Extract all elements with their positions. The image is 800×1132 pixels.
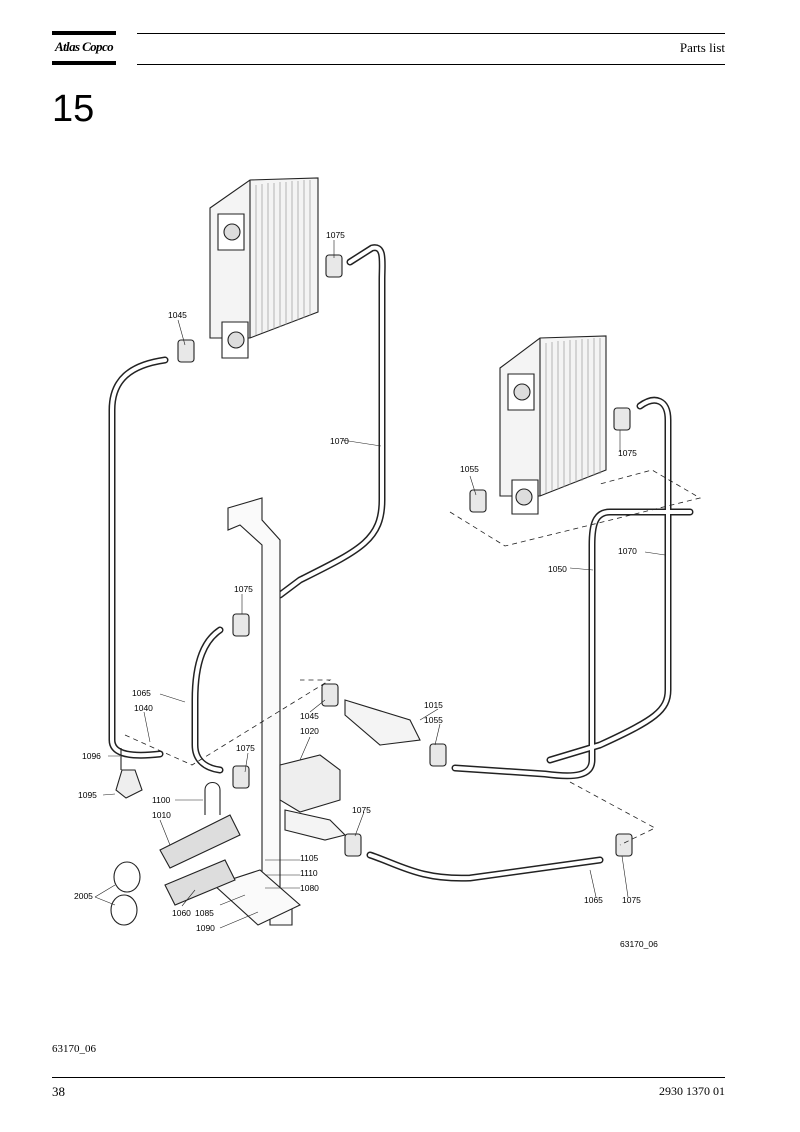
callout-label: 1096 xyxy=(82,751,101,761)
document-number: 2930 1370 01 xyxy=(659,1084,725,1098)
callout-label: 1065 xyxy=(132,688,151,698)
callout-label: 1110 xyxy=(300,868,318,878)
clamps xyxy=(177,254,633,857)
callout-label: 1075 xyxy=(352,805,371,815)
callout-label: 1020 xyxy=(300,726,319,736)
callout-label: 1095 xyxy=(78,790,97,800)
atlas-copco-logo: Atlas Copco xyxy=(52,31,116,65)
leader-lines xyxy=(94,240,666,929)
page-number: 38 xyxy=(52,1084,65,1099)
callout-label: 1050 xyxy=(548,564,567,574)
logo-wordmark: Atlas Copco xyxy=(54,39,114,54)
callout-label: 1060 xyxy=(172,908,191,918)
right-heat-exchanger xyxy=(499,335,607,515)
callout-label: 1080 xyxy=(300,883,319,893)
callout-label: 1045 xyxy=(168,310,187,320)
callout-label: 1070 xyxy=(330,436,349,446)
callout-label: 1075 xyxy=(234,584,253,594)
callout-label: 1015 xyxy=(424,700,443,710)
callout-label: 1100 xyxy=(152,795,171,805)
callout-label: 1040 xyxy=(134,703,153,713)
dashed-guides xyxy=(124,469,702,846)
callout-label: 1075 xyxy=(236,743,255,753)
callout-label: 2005 xyxy=(74,891,93,901)
pipes-inner xyxy=(110,245,692,881)
valve-block xyxy=(279,699,421,841)
callout-label: 1055 xyxy=(424,715,443,725)
section-title: Parts list xyxy=(679,40,725,55)
callout-label: 1010 xyxy=(152,810,171,820)
support-stand xyxy=(212,497,301,926)
callout-labels: 1075 1045 1070 1055 1075 1070 1050 1075 … xyxy=(74,230,658,949)
callout-label: 1075 xyxy=(326,230,345,240)
exploded-parts-drawing: 1075 1045 1070 1055 1075 1070 1050 1075 … xyxy=(74,177,702,949)
header-bottom-rule xyxy=(137,64,725,65)
footer-rule xyxy=(52,1077,725,1078)
header-top-rule xyxy=(137,33,725,34)
callout-label: 1075 xyxy=(618,448,637,458)
callout-label: 1105 xyxy=(300,853,319,863)
callout-label: 1055 xyxy=(460,464,479,474)
callout-label: 1065 xyxy=(584,895,603,905)
logo-top-bar xyxy=(52,31,116,35)
drawing-id: 63170_06 xyxy=(52,1043,96,1055)
callout-label: 1045 xyxy=(300,711,319,721)
callout-label: 1070 xyxy=(618,546,637,556)
callout-label: 1090 xyxy=(196,923,215,933)
section-number: 15 xyxy=(52,88,95,130)
hose-assemblies xyxy=(110,748,241,926)
callout-label: 1075 xyxy=(622,895,641,905)
callout-label: 1085 xyxy=(195,908,214,918)
logo-bottom-bar xyxy=(52,61,116,65)
left-heat-exchanger xyxy=(209,177,319,359)
figure-id-label: 63170_06 xyxy=(620,939,658,949)
